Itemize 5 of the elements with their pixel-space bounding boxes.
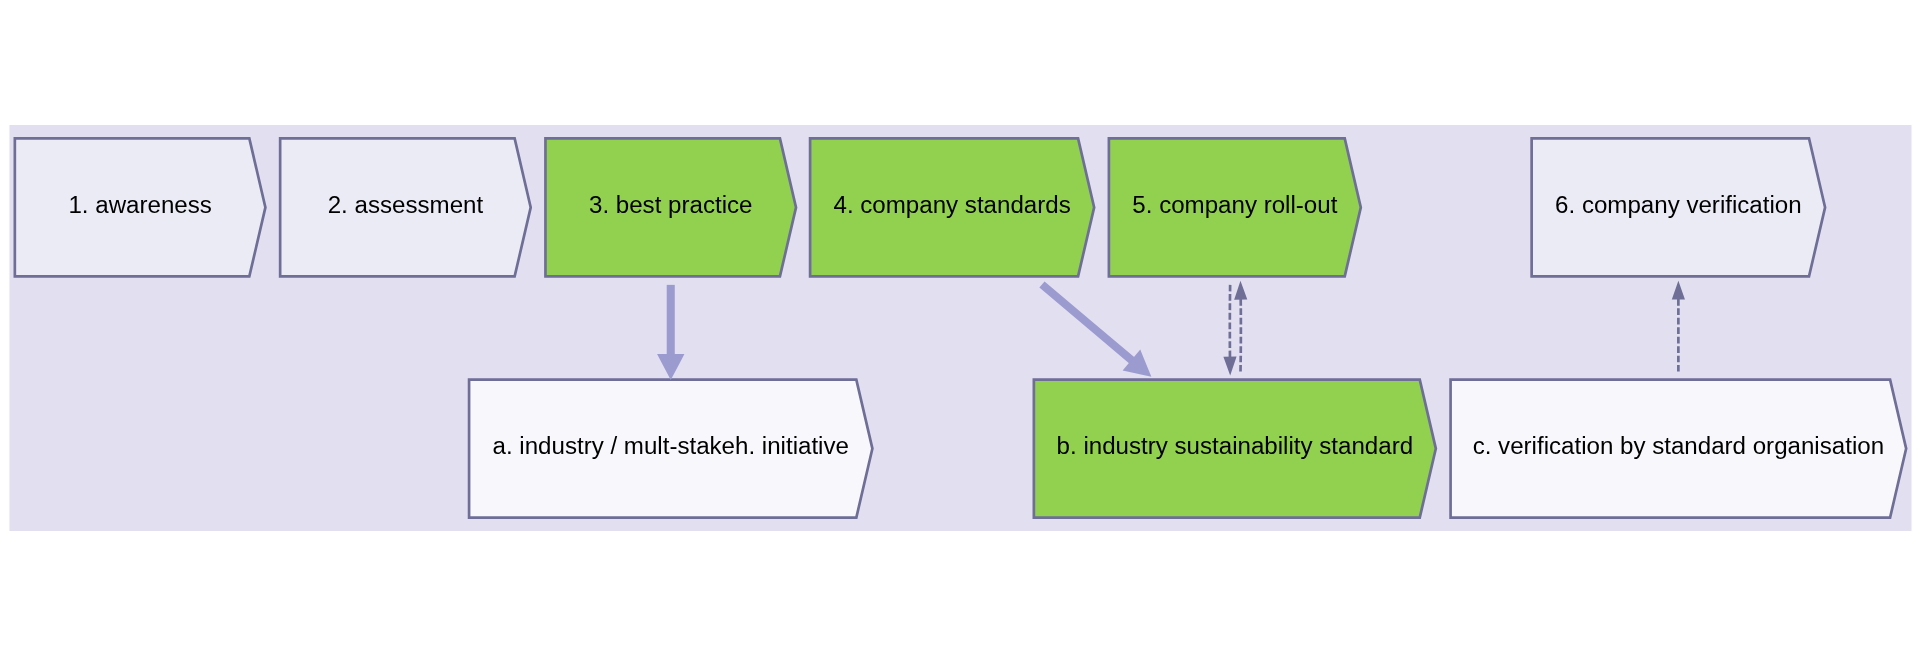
arrow xyxy=(1038,281,1151,377)
arrow xyxy=(1222,284,1237,376)
arrow xyxy=(656,284,684,381)
arrow xyxy=(1233,280,1247,372)
arrow xyxy=(1671,280,1685,372)
